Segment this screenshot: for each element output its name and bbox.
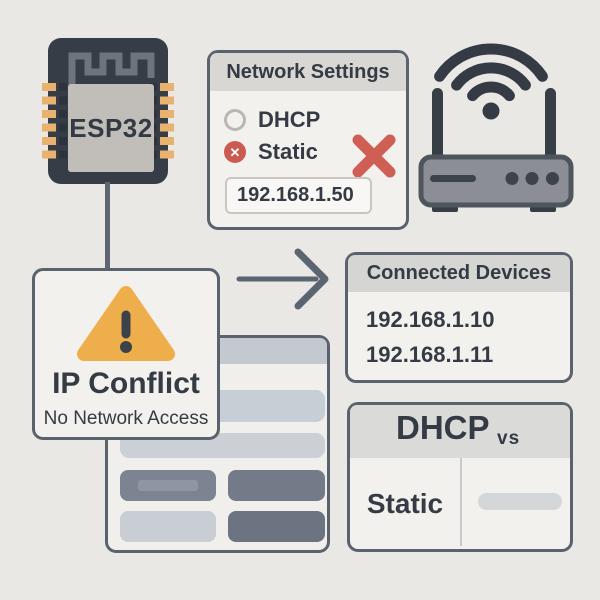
device-ip-1: 192.168.1.10 (366, 307, 495, 332)
device-ip-2: 192.168.1.11 (366, 342, 494, 367)
wifi-icon (434, 43, 548, 120)
config-button-1[interactable] (120, 470, 216, 501)
esp32-label: ESP32 (68, 84, 154, 172)
ip-conflict-subtitle: No Network Access (43, 408, 209, 429)
connected-devices-title: Connected Devices (348, 255, 570, 292)
router-led-3 (546, 172, 559, 185)
network-settings-panel: Network Settings DHCP ✕ Static (207, 50, 409, 230)
router-body (418, 154, 574, 208)
chip-pins-left (42, 83, 56, 161)
config-button-1-bar (138, 480, 198, 491)
router-icon (418, 43, 574, 212)
warning-triangle-icon (77, 286, 175, 361)
router-led-2 (525, 172, 539, 185)
ip-conflict-title: IP Conflict (52, 367, 200, 400)
static-ip-input[interactable] (225, 177, 372, 214)
chip-antenna-icon (68, 52, 155, 86)
router-led-1 (505, 172, 519, 185)
router-slot (430, 175, 476, 182)
comparison-dhcp-label: DHCP (396, 409, 490, 446)
dhcp-option-row[interactable]: DHCP (224, 107, 320, 133)
esp32-chip-icon: ESP32 (42, 38, 174, 184)
static-option-label: Static (258, 139, 318, 164)
comparison-vs-label: vs (497, 428, 521, 449)
config-button-2[interactable] (228, 470, 325, 501)
chip-pin-notches-left (59, 83, 67, 161)
network-settings-title: Network Settings (210, 53, 406, 91)
static-option-row[interactable]: ✕ Static (224, 139, 318, 165)
error-radio-icon[interactable]: ✕ (224, 141, 246, 163)
chip-pins-right (160, 83, 174, 161)
connected-devices-panel: Connected Devices 192.168.1.10 192.168.1… (345, 252, 573, 383)
comparison-placeholder-pill (478, 493, 562, 510)
comparison-panel: DHCP vs Static (347, 402, 573, 552)
config-button-3[interactable] (120, 511, 216, 542)
config-button-4[interactable] (228, 511, 325, 542)
comparison-divider (460, 458, 462, 546)
router-antenna-right (545, 88, 556, 160)
router-antenna-left (432, 88, 443, 160)
error-x-icon (352, 134, 396, 178)
dhcp-radio-icon[interactable] (224, 109, 246, 131)
comparison-header-band (350, 405, 570, 458)
connector-line (105, 182, 110, 270)
arrow-right-icon (236, 248, 329, 310)
ip-conflict-panel: IP Conflict No Network Access (32, 268, 220, 440)
comparison-static-label: Static (366, 487, 444, 519)
dhcp-option-label: DHCP (258, 107, 321, 132)
